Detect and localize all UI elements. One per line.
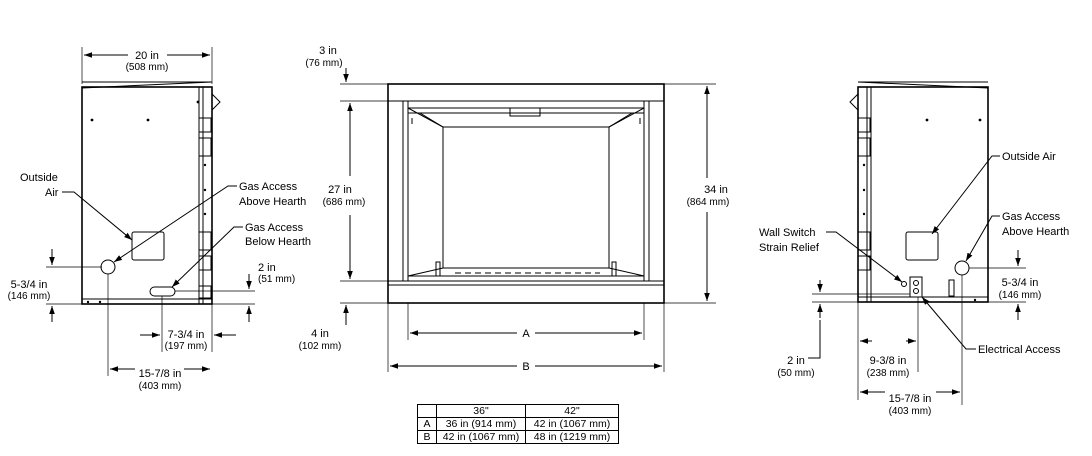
right-gas-offset-in: 15-7/8 in bbox=[889, 393, 932, 405]
right-gas-above-label-1: Gas Access bbox=[1002, 211, 1061, 223]
size-table-cell: 42 in (1067 mm) bbox=[436, 430, 526, 444]
left-gas-height-mm: (146 mm) bbox=[8, 291, 51, 302]
left-width-in: 20 in bbox=[135, 50, 159, 62]
right-wall-switch-label-2: Strain Relief bbox=[759, 242, 820, 254]
right-gas-height-in: 5-3/4 in bbox=[1002, 277, 1039, 289]
left-gas-below-label-1: Gas Access bbox=[245, 222, 304, 234]
left-side-view: 20 in (508 mm) Outside Air Gas Access Ab… bbox=[8, 47, 311, 392]
left-gas-offset-mm: (403 mm) bbox=[139, 381, 182, 392]
left-unit-body bbox=[81, 86, 213, 305]
front-base-mm: (102 mm) bbox=[299, 341, 342, 352]
front-top-mm: (76 mm) bbox=[305, 58, 342, 69]
left-below-height-in: 2 in bbox=[258, 262, 276, 274]
size-table-cell: 36 in (914 mm) bbox=[436, 417, 526, 431]
front-base-in: 4 in bbox=[311, 328, 329, 340]
size-table-cell: 48 in (1219 mm) bbox=[525, 430, 619, 444]
front-total-height-in: 34 in bbox=[704, 184, 728, 196]
left-outside-air-opening bbox=[131, 231, 165, 261]
right-gas-access-hole bbox=[954, 260, 970, 276]
left-gas-access-above-hole bbox=[100, 259, 116, 275]
front-opening-height-mm: (686 mm) bbox=[323, 197, 366, 208]
left-gas-above-label-1: Gas Access bbox=[239, 181, 298, 193]
right-gas-offset-mm: (403 mm) bbox=[889, 406, 932, 417]
right-elec-offset-in: 9-3/8 in bbox=[870, 355, 907, 367]
front-opening-height-in: 27 in bbox=[328, 184, 352, 196]
right-electrical-box bbox=[909, 276, 923, 298]
right-elec-offset-mm: (238 mm) bbox=[867, 368, 910, 379]
front-view: 3 in (76 mm) 27 in (686 mm) 34 in (864 m… bbox=[299, 45, 730, 373]
size-table-row-label: B bbox=[417, 430, 437, 444]
right-gas-above-label-2: Above Hearth bbox=[1002, 226, 1069, 238]
size-table-cell: 42 in (1067 mm) bbox=[525, 417, 619, 431]
right-gas-height-mm: (146 mm) bbox=[999, 290, 1042, 301]
size-table-row: B 42 in (1067 mm) 48 in (1219 mm) bbox=[417, 430, 619, 444]
left-gas-above-label-2: Above Hearth bbox=[239, 196, 306, 208]
firebox-back bbox=[442, 126, 610, 269]
right-side-view: Outside Air Gas Access Above Hearth Wall… bbox=[759, 81, 1069, 417]
size-table-row: A 36 in (914 mm) 42 in (1067 mm) bbox=[417, 417, 619, 431]
right-elec-height-mm: (50 mm) bbox=[777, 368, 814, 379]
size-table-row-label: A bbox=[417, 417, 437, 431]
right-outside-air-label: Outside Air bbox=[1002, 151, 1056, 163]
size-table: 36" 42" A 36 in (914 mm) 42 in (1067 mm)… bbox=[417, 404, 619, 444]
right-electrical-access-label: Electrical Access bbox=[978, 344, 1061, 356]
left-outside-air-label-2: Air bbox=[45, 187, 59, 199]
size-table-header-36: 36" bbox=[436, 404, 526, 418]
front-label-b: B bbox=[522, 361, 529, 373]
size-table-header-42: 42" bbox=[525, 404, 619, 418]
left-gas-access-below-slot bbox=[149, 286, 176, 297]
front-total-height-mm: (864 mm) bbox=[687, 197, 730, 208]
left-width-mm: (508 mm) bbox=[126, 62, 169, 73]
front-label-a: A bbox=[522, 328, 530, 340]
left-below-height-mm: (51 mm) bbox=[258, 274, 295, 285]
right-elec-height-in: 2 in bbox=[787, 355, 805, 367]
right-wall-switch-label-1: Wall Switch bbox=[759, 227, 815, 239]
left-below-offset-mm: (197 mm) bbox=[165, 341, 208, 352]
front-top-in: 3 in bbox=[319, 45, 337, 57]
size-table-header-row: 36" 42" bbox=[417, 404, 619, 418]
right-outside-air-opening bbox=[905, 231, 939, 261]
left-gas-height-in: 5-3/4 in bbox=[11, 279, 48, 291]
left-gas-below-label-2: Below Hearth bbox=[245, 236, 311, 248]
size-table-corner bbox=[417, 404, 437, 418]
left-below-offset-in: 7-3/4 in bbox=[168, 329, 205, 341]
front-unit-outline bbox=[387, 83, 665, 304]
right-strain-relief bbox=[901, 281, 907, 287]
left-gas-offset-in: 15-7/8 in bbox=[139, 368, 182, 380]
left-outside-air-label-1: Outside bbox=[20, 172, 58, 184]
